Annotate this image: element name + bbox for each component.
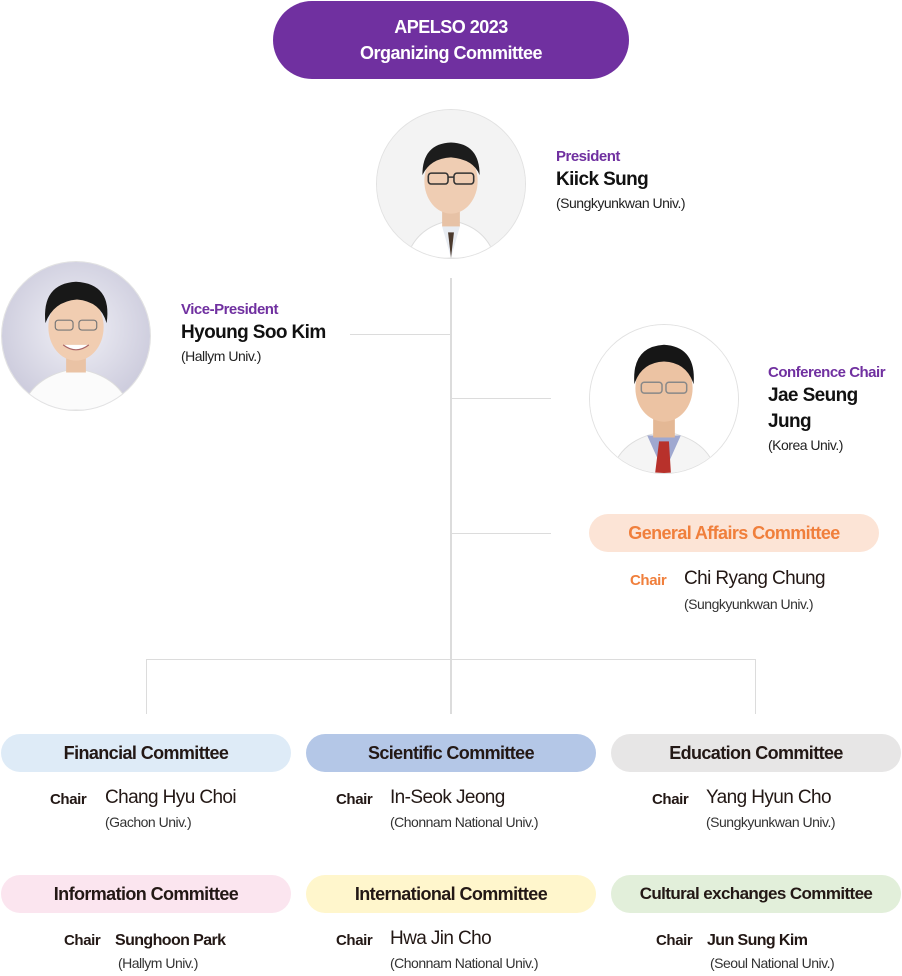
chair-name: Jun Sung Kim xyxy=(707,932,808,949)
chair-affiliation: (Chonnam National Univ.) xyxy=(390,955,539,971)
chair-label: Chair xyxy=(656,932,693,949)
vice-president-affiliation: (Hallym Univ.) xyxy=(181,348,261,364)
chair-name: Sunghoon Park xyxy=(115,932,226,949)
international-committee: International Committee xyxy=(306,875,596,913)
information-committee: Information Committee xyxy=(1,875,291,913)
chair-affiliation: (Hallym Univ.) xyxy=(118,955,198,971)
chair-label: Chair xyxy=(64,932,101,949)
financial-committee: Financial Committee xyxy=(1,734,291,772)
president-affiliation: (Sungkyunkwan Univ.) xyxy=(556,195,686,211)
education-branch-line xyxy=(755,659,756,714)
president-info: President Kiick Sung (Sungkyunkwan Univ.… xyxy=(556,147,686,213)
vice-president-name: Hyoung Soo Kim xyxy=(181,322,326,343)
chair-label: Chair xyxy=(652,791,689,808)
title-line1: APELSO 2023 xyxy=(394,17,508,37)
chair-label: Chair xyxy=(336,791,373,808)
conference-chair-info: Conference Chair Jae Seung Jung (Korea U… xyxy=(768,363,902,455)
education-committee: Education Committee xyxy=(611,734,901,772)
chair-name: Chang Hyu Choi xyxy=(105,787,237,808)
committee-name: International Committee xyxy=(354,883,548,904)
vice-president-info: Vice-President Hyoung Soo Kim (Hallym Un… xyxy=(181,300,326,366)
vice-president-photo xyxy=(1,261,151,411)
portrait-photo-icon xyxy=(590,325,738,473)
vice-president-role: Vice-President xyxy=(181,301,278,318)
conference-chair-photo xyxy=(589,324,739,474)
committee-name: Financial Committee xyxy=(63,742,229,763)
committee-name: Cultural exchanges Committee xyxy=(639,884,873,903)
portrait-photo-icon xyxy=(377,110,525,258)
chair-name: Chi Ryang Chung xyxy=(684,568,826,589)
president-photo xyxy=(376,109,526,259)
vice-president-connector xyxy=(350,334,450,335)
trunk-line xyxy=(450,278,452,714)
chair-name: In-Seok Jeong xyxy=(390,787,505,808)
organizing-committee-title: APELSO 2023 Organizing Committee xyxy=(273,1,629,79)
general-affairs-committee-name: General Affairs Committee xyxy=(628,522,840,543)
conference-chair-name: Jae Seung Jung xyxy=(768,385,858,432)
chair-affiliation: (Gachon Univ.) xyxy=(105,814,192,830)
chair-label: Chair xyxy=(336,932,373,949)
chair-name: Hwa Jin Cho xyxy=(390,928,492,949)
committee-name: Scientific Committee xyxy=(367,742,535,763)
general-affairs-connector xyxy=(452,533,551,534)
scientific-committee: Scientific Committee xyxy=(306,734,596,772)
president-name: Kiick Sung xyxy=(556,169,649,190)
chair-name: Yang Hyun Cho xyxy=(706,787,832,808)
committee-name: Information Committee xyxy=(53,883,239,904)
general-affairs-committee: General Affairs Committee xyxy=(589,514,879,552)
conference-chair-role: Conference Chair xyxy=(768,364,886,381)
conference-chair-affiliation: (Korea Univ.) xyxy=(768,437,843,453)
financial-branch-line xyxy=(146,659,147,714)
chair-affiliation: (Seoul National Univ.) xyxy=(710,955,835,971)
president-role: President xyxy=(556,148,620,165)
chair-affiliation: (Sungkyunkwan Univ.) xyxy=(684,596,814,612)
chair-affiliation: (Chonnam National Univ.) xyxy=(390,814,539,830)
portrait-photo-icon xyxy=(2,262,150,410)
chair-label: Chair xyxy=(50,791,87,808)
cultural-exchanges-committee: Cultural exchanges Committee xyxy=(611,875,901,913)
conference-chair-connector xyxy=(452,398,551,399)
title-line2: Organizing Committee xyxy=(359,43,543,63)
chair-affiliation: (Sungkyunkwan Univ.) xyxy=(706,814,836,830)
committee-name: Education Committee xyxy=(669,742,843,763)
committees-branch-line xyxy=(146,659,756,660)
chair-label: Chair xyxy=(630,572,667,589)
